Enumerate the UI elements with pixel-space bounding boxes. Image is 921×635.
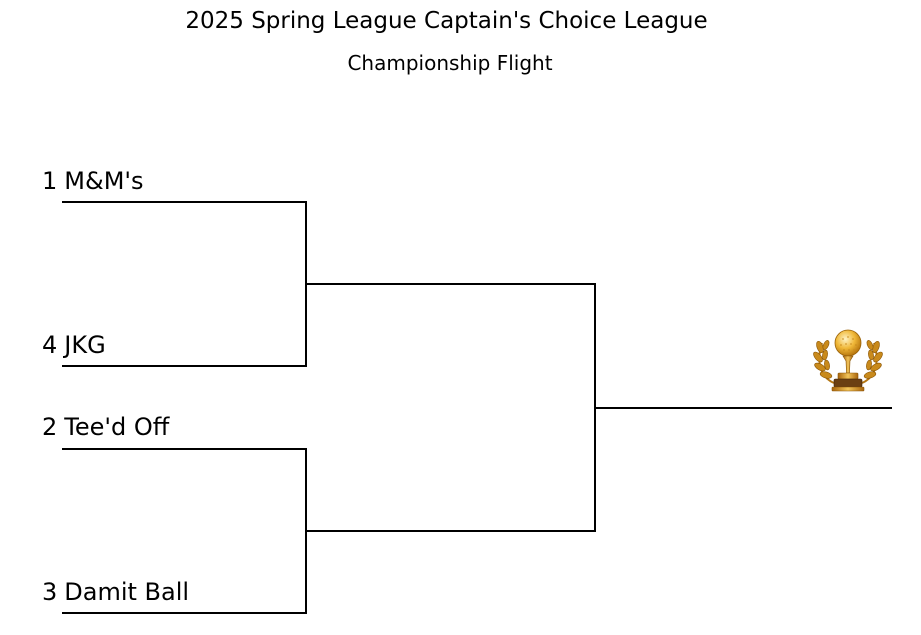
team-name: Tee'd Off — [64, 413, 170, 441]
golf-trophy-icon — [813, 329, 883, 392]
team-seed: 2 — [42, 413, 58, 441]
team-name: Damit Ball — [64, 578, 190, 606]
team-seed: 1 — [42, 167, 58, 195]
team-name: M&M's — [64, 167, 144, 195]
team-seed: 3 — [42, 578, 58, 606]
team-seed: 4 — [42, 331, 58, 359]
team-name: JKG — [64, 331, 106, 359]
bracket-subtitle: Championship Flight — [347, 51, 553, 75]
bracket-title: 2025 Spring League Captain's Choice Leag… — [185, 8, 708, 34]
